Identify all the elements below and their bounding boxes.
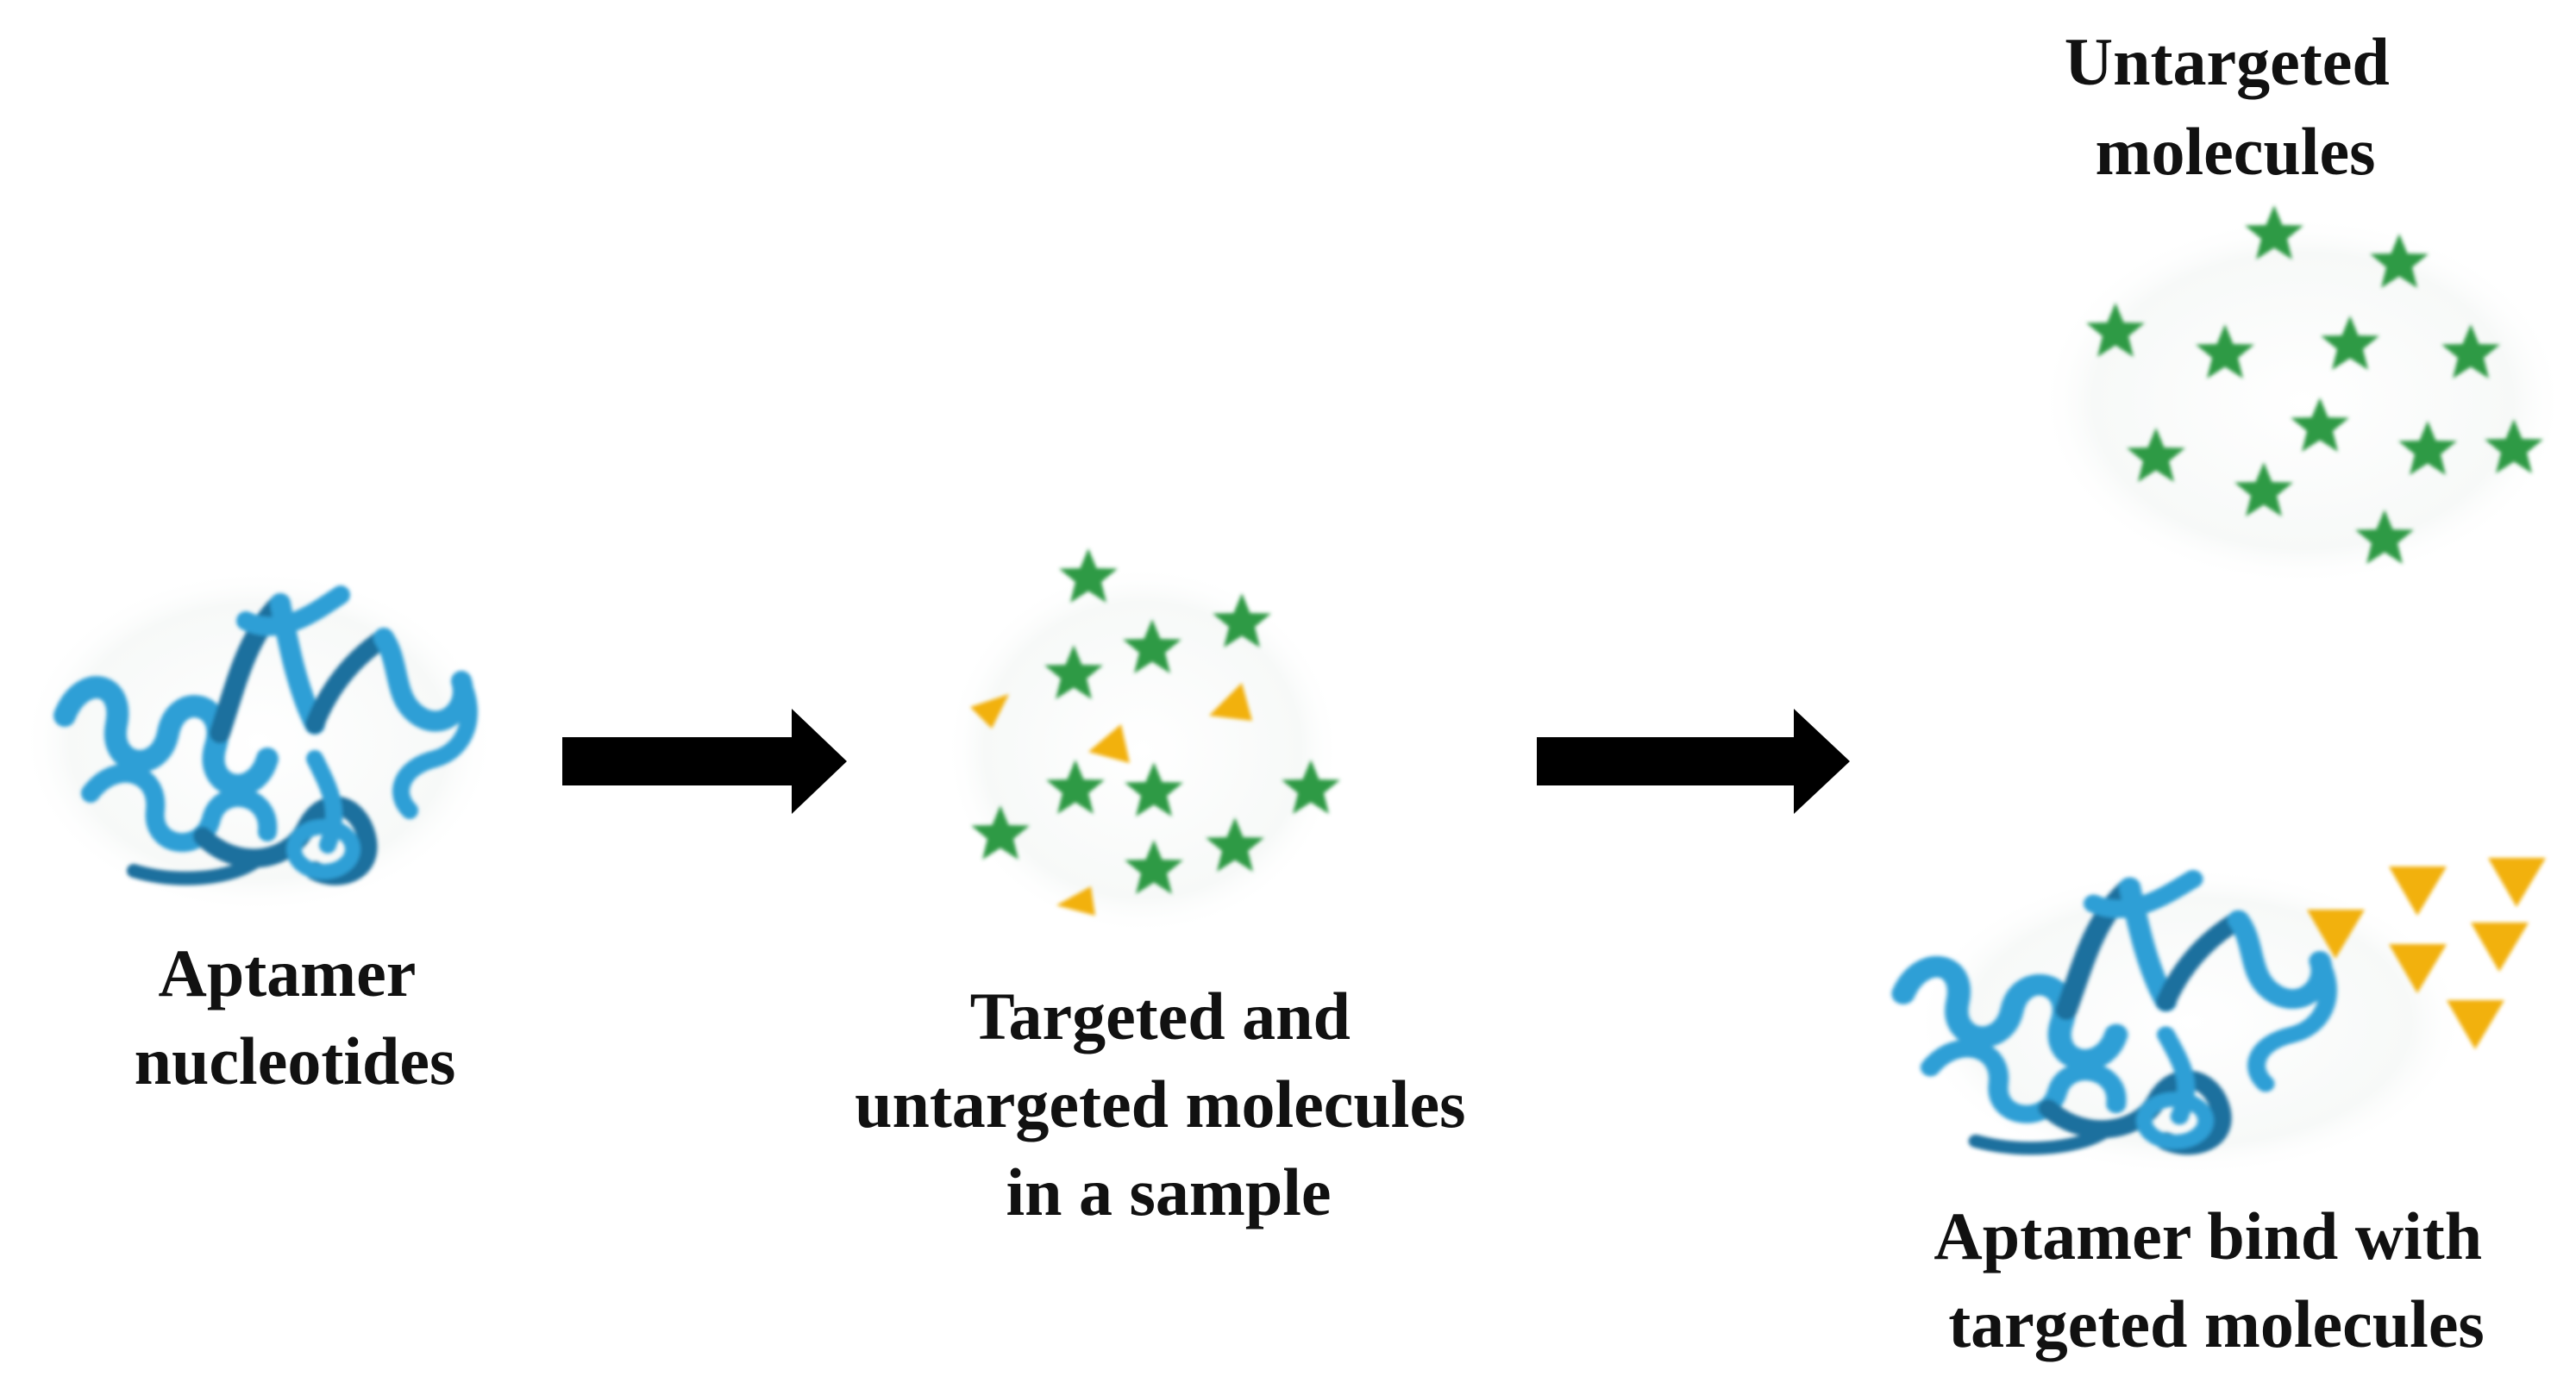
triangle-icon: [2471, 923, 2529, 972]
sample-panel: Targeted and untargeted molecules in a s…: [855, 548, 1482, 1229]
sample-label: Targeted and untargeted molecules in a s…: [855, 979, 1482, 1229]
aptamer-label-line-2: nucleotides: [135, 1023, 456, 1098]
bound-label-line-1: Aptamer bind with: [1934, 1198, 2482, 1273]
bound-label-line-2: targeted molecules: [1948, 1286, 2485, 1361]
aptamer-halo: [22, 569, 496, 914]
sample-label-line-3: in a sample: [1006, 1154, 1331, 1229]
triangle-icon: [1209, 683, 1252, 721]
untargeted-label: Untargeted molecules: [2065, 24, 2406, 189]
untargeted-panel: Untargeted molecules: [2040, 24, 2566, 586]
triangle-icon: [970, 694, 1009, 729]
aptamer-label-line-1: Aptamer: [159, 935, 416, 1010]
triangle-icon: [2307, 910, 2365, 959]
sample-molecules: [970, 548, 1340, 916]
triangle-icon: [1056, 886, 1095, 916]
untargeted-label-line-2: molecules: [2096, 114, 2376, 189]
triangle-icon: [2447, 1000, 2504, 1049]
sample-label-line-1: Targeted and: [970, 979, 1351, 1054]
untargeted-halo: [2040, 216, 2566, 586]
bound-panel: Aptamer bind with targeted molecules: [1903, 858, 2546, 1361]
bound-target-molecules: [2307, 858, 2546, 1049]
bound-label: Aptamer bind with targeted molecules: [1934, 1198, 2498, 1361]
triangle-icon: [2389, 944, 2447, 993]
sample-label-line-2: untargeted molecules: [855, 1067, 1465, 1142]
untargeted-label-line-1: Untargeted: [2065, 24, 2390, 99]
triangle-icon: [1088, 724, 1130, 763]
arrow-right-icon: [1537, 709, 1850, 814]
arrow-right-icon: [562, 709, 847, 814]
aptamer-label: Aptamer nucleotides: [135, 935, 456, 1098]
triangle-icon: [2389, 867, 2447, 916]
aptamer-panel: Aptamer nucleotides: [22, 569, 496, 1098]
triangle-icon: [2488, 858, 2546, 907]
